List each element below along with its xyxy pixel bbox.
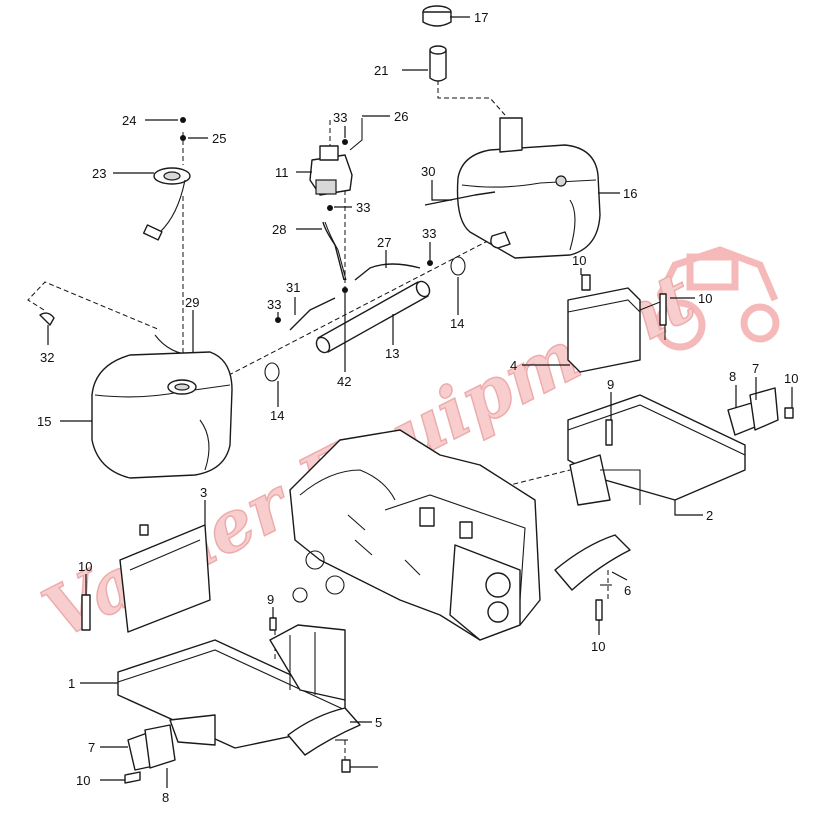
callout-10-bottom-left: 10 [76,773,90,788]
callout-30: 30 [421,164,435,179]
callout-32: 32 [40,350,54,365]
callout-10-guard: 10 [591,639,605,654]
callout-11: 11 [275,165,289,180]
right-step [567,394,746,506]
bolts [81,274,794,784]
callout-7-right: 7 [752,361,759,376]
callout-21: 21 [374,63,388,78]
hoses [154,191,496,363]
callout-24: 24 [122,113,136,128]
callout-4: 4 [510,358,517,373]
right-guard [554,534,631,591]
left-step [117,624,346,749]
fasteners [39,117,433,326]
callout-28: 28 [272,222,286,237]
callout-29: 29 [185,295,199,310]
callout-33-filter-top: 33 [333,110,347,125]
leader-lines [47,16,793,788]
callout-25: 25 [212,131,226,146]
callout-42: 42 [337,374,351,389]
filler-neck [429,45,447,82]
callout-1: 1 [68,676,75,691]
callout-9-left: 9 [267,592,274,607]
callout-27: 27 [377,235,391,250]
fuel-level-sender [142,167,191,241]
callout-31: 31 [286,280,300,295]
callout-33-front: 33 [267,297,281,312]
connecting-tube [315,280,431,354]
callout-10-right: 10 [784,371,798,386]
watermark-tractor-logo [654,246,780,351]
left-step-pads [127,724,176,771]
callout-9-right: 9 [607,377,614,392]
callout-8-right: 8 [729,369,736,384]
front-fuel-tank [91,351,233,479]
callout-labels: 17 21 24 25 33 26 23 11 30 16 33 28 27 3… [37,10,798,805]
rear-fuel-tank [456,117,601,259]
callout-14-upper: 14 [450,316,464,331]
transmission-housing [289,429,541,641]
right-step-pads [727,387,779,436]
hose-clamp-lower [264,362,280,382]
callout-23: 23 [92,166,106,181]
assembly-lines [27,80,609,760]
callout-13: 13 [385,346,399,361]
callout-15: 15 [37,414,51,429]
callout-5: 5 [375,715,382,730]
callout-6: 6 [624,583,631,598]
callout-2: 2 [706,508,713,523]
callout-16: 16 [623,186,637,201]
callout-8-left: 8 [162,790,169,805]
filler-cap [422,5,452,27]
fuel-filter [309,118,363,196]
callout-26: 26 [394,109,408,124]
callout-17: 17 [474,10,488,25]
hose-clamp-upper [450,256,466,276]
callout-7-left: 7 [88,740,95,755]
left-guard [287,707,361,756]
callout-33-hose: 33 [422,226,436,241]
rear-bracket [567,287,666,373]
callout-14-lower: 14 [270,408,284,423]
callout-10-bracket-side: 10 [698,291,712,306]
callout-10-left: 10 [78,559,92,574]
callout-3: 3 [200,485,207,500]
callout-10-bracket: 10 [572,253,586,268]
callout-33-filter-bottom: 33 [356,200,370,215]
left-side-panel [119,524,211,633]
